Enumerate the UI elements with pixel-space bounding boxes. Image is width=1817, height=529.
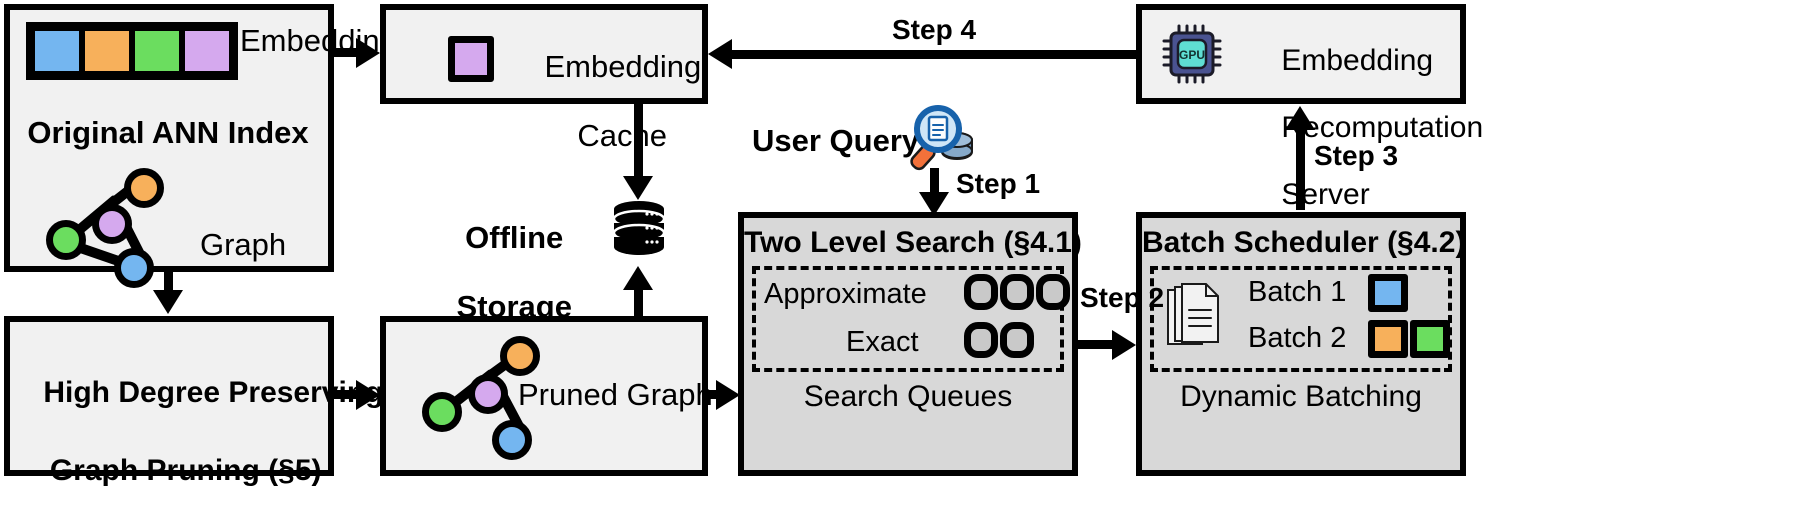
two-level-search-title: Two Level Search (§4.1) [744,226,1082,259]
approximate-queue-slot [964,274,998,310]
graph-pruning-line2: Graph Pruning (§5) [49,454,322,487]
graph-node-orange [124,168,164,208]
original-ann-index-title: Original ANN Index [27,115,309,150]
exact-queue-slot [1000,322,1034,358]
arrow-step3-head [1285,106,1315,130]
database-cylinder-icon [611,200,667,256]
pruned-graph-label: Pruned Graph [518,377,713,412]
arrow-pruned-to-storage-line [634,290,643,322]
arrow-ann-to-pruning-line [164,272,173,294]
batch-1-swatch-blue [1368,274,1408,312]
embedding-cache-line1: Embedding [544,48,702,84]
arrow-pruning-to-pruned-head [356,380,380,410]
dynamic-batching-footer: Dynamic Batching [1180,380,1422,413]
approximate-row-label: Approximate [764,278,927,310]
embedding-cache-box [380,4,708,104]
batch-2-label: Batch 2 [1248,322,1347,354]
graph-pruning-box [4,316,334,476]
arrow-step4-head [708,39,732,69]
batch-scheduler-title: Batch Scheduler (§4.2) [1142,226,1466,259]
step-4-label: Step 4 [892,14,977,45]
offline-storage-line1: Offline [465,219,564,255]
step-3-label: Step 3 [1314,140,1399,171]
arrow-step1-head [919,192,949,216]
exact-queue-slot [964,322,998,358]
magnifier-database-icon [900,104,974,174]
embedding-swatch-orange [82,28,132,74]
step-1-label: Step 1 [956,168,1041,199]
dynamic-batching-region [1150,266,1452,372]
pruned-graph-widget [412,336,542,460]
graph-pruning-line1: High Degree Preserving [43,376,384,409]
pruned-node-orange [500,336,540,376]
arrow-ann-to-cache-head [356,38,380,68]
pruned-node-purple [468,374,508,414]
graph-label: Graph [200,227,287,262]
arrow-step1-line [930,168,939,196]
step-2-label: Step 2 [1080,282,1165,313]
recomputation-server-line3: Server [1281,177,1370,211]
arrow-step2-head [1112,330,1136,360]
arrow-pruned-to-search-head [716,380,740,410]
ann-index-graph [40,168,170,288]
pruned-node-green [422,392,462,432]
pruned-node-blue [492,420,532,460]
approximate-queue-slot [1000,274,1034,310]
arrow-pruning-to-pruned-line [334,390,364,399]
graph-pruning-title: High Degree Preserving Graph Pruning (§5… [10,334,383,529]
arrow-step3-line [1296,130,1305,210]
approximate-queue-slot [1036,274,1070,310]
search-queues-footer: Search Queues [803,380,1013,413]
pruned-graph-box [380,316,708,476]
recomputation-server-line1: Embedding [1281,43,1434,77]
embedding-cache-title: Embedding Cache [510,15,702,189]
batch-2-swatch-green [1410,320,1450,358]
embedding-swatch-purple [182,28,232,74]
arrow-ann-to-cache-line [334,48,364,57]
batch-1-label: Batch 1 [1248,276,1347,308]
arrow-step2-line [1078,340,1118,349]
graph-node-blue [114,248,154,288]
gpu-chip-icon: GPU [1162,24,1224,84]
arrow-cache-to-storage-line [634,104,643,180]
search-queues-region [752,266,1064,372]
user-query-label: User Query [752,123,920,158]
recomputation-server-title: Embedding Recomputation Server [1248,10,1483,245]
arrow-pruned-to-storage-head [623,266,653,290]
svg-text:GPU: GPU [1179,48,1205,62]
embedding-swatch-strip [26,22,238,80]
diagram-canvas: Embedding Original ANN Index Graph Embed… [4,4,1484,487]
exact-row-label: Exact [846,326,919,358]
embedding-swatch-green [132,28,182,74]
embedding-cache-line2: Cache [577,118,668,154]
arrow-ann-to-pruning-head [153,290,183,314]
embedding-cache-swatch [448,36,494,82]
embedding-swatch-blue [32,28,82,74]
batch-2-swatch-orange [1368,320,1408,358]
arrow-cache-to-storage-head [623,176,653,200]
graph-node-purple [92,204,132,244]
arrow-step4-line [730,50,1138,59]
graph-node-green [46,220,86,260]
documents-icon [1166,282,1222,348]
